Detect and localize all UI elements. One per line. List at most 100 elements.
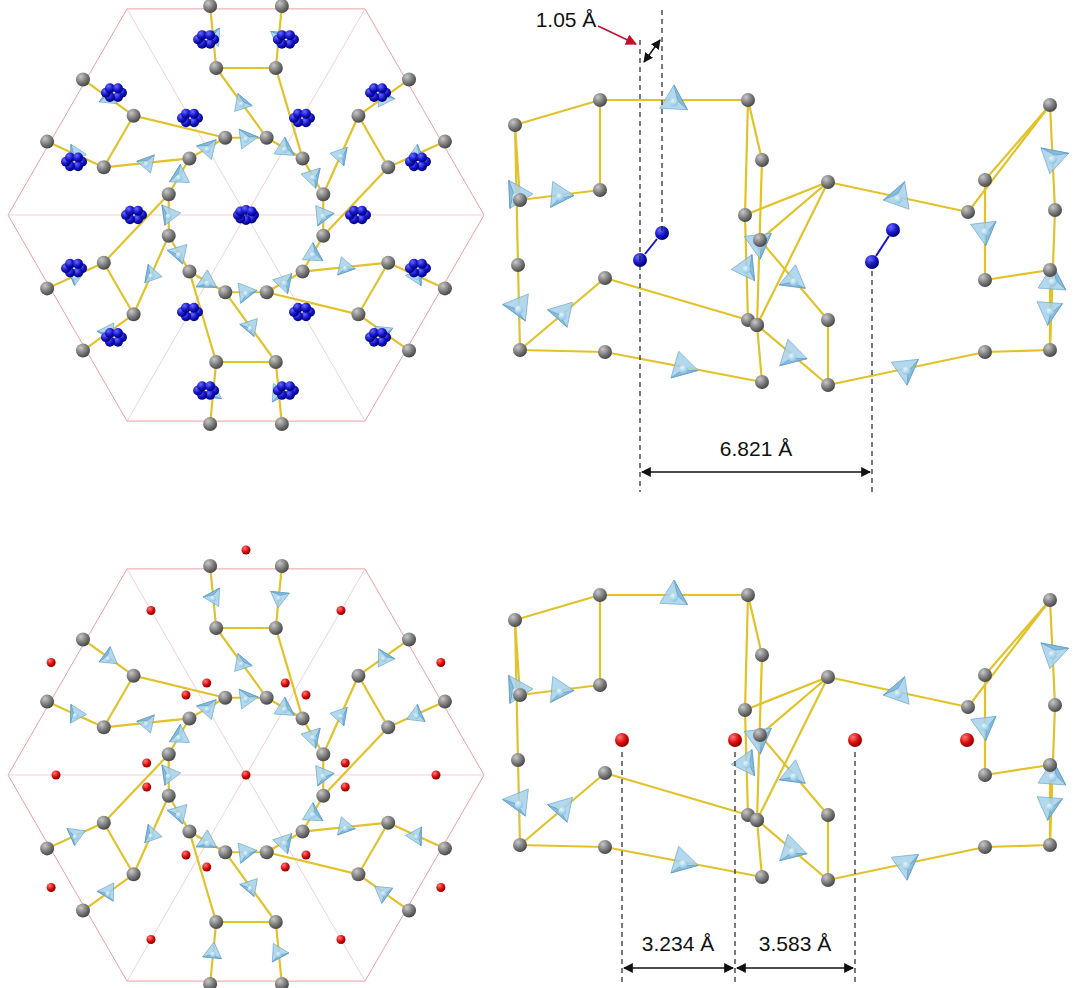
bond [358,116,388,168]
oxygen-guest-atom [341,759,350,768]
bond [599,100,601,190]
bond [323,167,388,235]
oxygen-framework-atom [127,307,141,321]
nitrogen-atom [377,328,387,338]
silicon-atom [790,278,798,286]
nitrogen-atom [205,381,215,391]
oxygen-framework-atom [598,271,612,285]
tetra-face [313,243,323,261]
oxygen-guest-atom [302,691,311,700]
tetra-face [240,324,254,336]
silicon-atom [556,688,564,696]
oxygen-framework-atom [162,747,176,761]
oxygen-framework-atom [275,0,289,13]
tetra-face [406,827,422,846]
oxygen-framework-atom [40,135,54,149]
silicon-atom [981,228,989,236]
oxygen-framework-atom [182,151,196,165]
bond [599,595,601,685]
framework-structures [8,0,1069,988]
oxygen-framework-atom [218,691,232,705]
bond [104,754,169,822]
bond [827,320,829,385]
silicon-atom [343,826,349,832]
silicon-atom [1046,308,1054,316]
silicon-atom [310,735,316,741]
oxygen-framework-atom [738,703,752,717]
oxygen-framework-atom [182,265,196,279]
oxygen-guest-atom [47,658,56,667]
bond [745,100,748,215]
oxygen-guest-atom [52,771,61,780]
tetra-face [238,843,257,863]
tetra-face [162,205,166,225]
tetrahedron [671,846,698,873]
bond [216,628,267,698]
tetra-face [241,290,257,303]
silicon-atom [670,593,678,601]
tetra-face [239,689,258,697]
bond [216,627,276,629]
oxygen-framework-atom [755,153,769,167]
tetra-face [548,805,568,823]
bond [515,595,600,620]
silicon-atom [243,136,249,142]
cell-outline [8,9,484,421]
oxygen-framework-atom [351,867,365,881]
silicon-atom [239,102,245,108]
tetrahedron [145,824,162,843]
oxygen-framework-atom [209,355,223,369]
silicon-atom [204,707,210,713]
oxygen-framework-atom [162,789,176,803]
oxygen-guest-atom [147,935,156,944]
bond [757,820,762,877]
oxygen-framework-atom [127,109,141,123]
silicon-atom [902,367,910,375]
oxygen-framework-atom [351,669,365,683]
nitrogen-atom [133,206,143,216]
tetra-face [503,789,529,816]
oxygen-framework-atom [402,72,416,86]
oxygen-framework-atom [76,632,90,646]
tetra-face [301,168,320,188]
tetrahedron [891,359,918,385]
oxygen-guest-atom [848,733,862,747]
tetra-face [509,180,533,208]
oxygen-framework-atom [961,700,975,714]
dashed-guide [621,752,622,986]
bond [828,677,968,707]
silicon-atom [414,713,420,719]
oxygen-guest-atom [615,733,629,747]
tetrahedron [235,654,253,672]
tetrahedron [169,164,189,182]
tetra-face [167,250,182,264]
tetra-face [273,274,292,294]
oxygen-framework-atom [203,559,217,573]
oxygen-framework-atom [753,233,767,247]
silicon-atom [381,891,387,897]
bond [757,820,828,880]
oxygen-framework-atom [513,838,527,852]
nitrogen-atom [247,206,257,216]
nitrogen-atom [113,328,123,338]
tetra-face [744,233,771,259]
tetrahedron [99,647,117,664]
tetrahedron [301,728,320,748]
tetra-face [779,265,805,289]
oxygen-framework-atom [593,588,607,602]
tetra-face [239,129,258,137]
oxygen-framework-atom [218,845,232,859]
silicon-atom [894,195,902,203]
silicon-atom [276,596,282,602]
oxygen-framework-atom [738,208,752,222]
silicon-atom [515,306,523,314]
tetrahedron [239,689,258,709]
tetrahedron [203,588,220,607]
tetra-face [660,580,688,605]
tetrahedron [302,243,322,261]
bond [515,100,600,125]
tetrahedron [891,854,918,880]
bond [985,845,1050,847]
